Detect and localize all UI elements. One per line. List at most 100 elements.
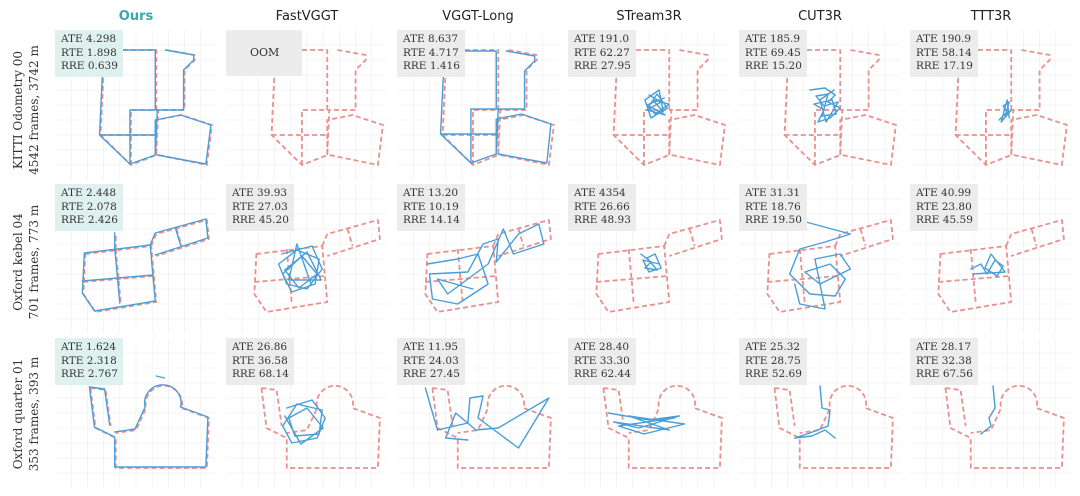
metric-rre: RRE 48.93	[574, 214, 631, 226]
ground-truth-trajectory	[937, 219, 1065, 313]
metrics-box: ATE 190.9 RTE 58.14 RRE 17.19	[910, 30, 978, 77]
metric-ate: ATE 4354	[574, 187, 626, 199]
metric-rre: RRE 27.45	[403, 368, 460, 380]
estimated-trajectory	[81, 218, 209, 312]
estimated-trajectory	[788, 218, 852, 310]
ground-truth-trajectory	[270, 49, 384, 166]
row-label-stats: 4542 frames, 3742 m	[27, 45, 41, 175]
metrics-box: ATE 185.9 RTE 69.45 RRE 15.20	[739, 30, 807, 77]
metric-rte: RTE 1.898	[61, 46, 117, 59]
estimated-trajectory	[793, 385, 836, 439]
metrics-box: ATE 40.99 RTE 23.80 RRE 45.59	[910, 184, 978, 231]
trajectory-svg	[910, 338, 1072, 488]
column-title-ours: Ours	[118, 9, 154, 24]
metrics-box: ATE 25.32 RTE 28.75 RRE 52.69	[739, 338, 807, 385]
plot-grid	[910, 184, 1072, 334]
trajectory-plot-quarter-cut3r: ATE 25.32 RTE 28.75 RRE 52.69	[739, 338, 901, 488]
metrics-box: ATE 28.40 RTE 33.30 RRE 62.44	[568, 338, 636, 385]
metric-rte: RTE 27.03	[232, 200, 288, 213]
column-title-stream3r: STream3R	[616, 9, 682, 24]
metric-rte: RTE 28.75	[745, 354, 801, 367]
trajectory-svg	[739, 184, 901, 334]
metric-rre: RRE 19.50	[745, 214, 802, 226]
metric-ate: ATE 2.448	[61, 187, 117, 199]
trajectory-plot-quarter-vggt-long: ATE 11.95 RTE 24.03 RRE 27.45	[397, 338, 559, 488]
metrics-box: ATE 39.93 RTE 27.03 RRE 45.20	[226, 184, 294, 231]
trajectory-plot-kebel-ours: ATE 2.448 RTE 2.078 RRE 2.426	[55, 184, 217, 334]
estimated-trajectory	[277, 243, 323, 293]
trajectory-plot-kitti-cut3r: ATE 185.9 RTE 69.45 RRE 15.20	[739, 30, 901, 180]
trajectory-svg	[226, 338, 388, 488]
ground-truth-trajectory	[773, 384, 894, 469]
trajectory-plot-kebel-stream3r: ATE 4354 RTE 26.66 RRE 48.93	[568, 184, 730, 334]
trajectory-plot-kitti-ttt3r: ATE 190.9 RTE 58.14 RRE 17.19	[910, 30, 1072, 180]
metric-ate: ATE 8.637	[403, 33, 459, 45]
metrics-box: ATE 191.0 RTE 62.27 RRE 27.95	[568, 30, 636, 77]
row-label-kitti-00: KITTI Odometry 00 4542 frames, 3742 m	[10, 35, 44, 185]
ground-truth-trajectory	[783, 49, 897, 166]
metric-ate: ATE 11.95	[403, 341, 459, 353]
trajectory-svg	[739, 338, 901, 488]
estimated-trajectory	[970, 253, 1006, 277]
metric-rre: RRE 68.14	[232, 368, 289, 380]
metric-ate: ATE 190.9	[916, 33, 972, 45]
ground-truth-trajectory	[766, 219, 894, 313]
trajectory-plot-kebel-fastvggt: ATE 39.93 RTE 27.03 RRE 45.20	[226, 184, 388, 334]
metric-rre: RRE 62.44	[574, 368, 631, 380]
metric-ate: ATE 25.32	[745, 341, 801, 353]
metric-rte: RTE 33.30	[574, 354, 630, 367]
metric-rre: RRE 27.95	[574, 60, 631, 72]
metric-ate: ATE 28.17	[916, 341, 972, 353]
ground-truth-trajectory	[612, 49, 726, 166]
trajectory-plot-kebel-ttt3r: ATE 40.99 RTE 23.80 RRE 45.59	[910, 184, 1072, 334]
metric-rre: RRE 14.14	[403, 214, 460, 226]
metric-rte: RTE 26.66	[574, 200, 630, 213]
metric-rte: RTE 24.03	[403, 354, 459, 367]
estimated-trajectory	[607, 412, 686, 435]
column-title-vggt-long: VGGT-Long	[442, 9, 514, 24]
trajectory-plot-kebel-vggt-long: ATE 13.20 RTE 10.19 RRE 14.14	[397, 184, 559, 334]
plot-grid	[739, 338, 901, 488]
metric-rte: RTE 2.078	[61, 200, 117, 213]
plot-grid	[739, 184, 901, 334]
estimated-trajectory	[809, 87, 841, 123]
trajectory-plot-quarter-stream3r: ATE 28.40 RTE 33.30 RRE 62.44	[568, 338, 730, 488]
metric-ate: ATE 191.0	[574, 33, 630, 45]
trajectory-plot-quarter-fastvggt: ATE 26.86 RTE 36.58 RRE 68.14	[226, 338, 388, 488]
estimated-trajectory	[640, 253, 662, 273]
trajectory-plot-kitti-ours: ATE 4.298 RTE 1.898 RRE 0.639	[55, 30, 217, 180]
trajectory-plot-kebel-cut3r: ATE 31.31 RTE 18.76 RRE 19.50	[739, 184, 901, 334]
metrics-box: ATE 26.86 RTE 36.58 RRE 68.14	[226, 338, 294, 385]
row-label-dataset: Oxford kebel 04	[11, 213, 25, 311]
metrics-box: ATE 13.20 RTE 10.19 RRE 14.14	[397, 184, 465, 231]
ground-truth-trajectory	[944, 384, 1065, 469]
metric-ate: ATE 13.20	[403, 187, 459, 199]
column-title-fastvggt: FastVGGT	[275, 9, 339, 24]
row-label-oxford-kebel-04: Oxford kebel 04 701 frames, 773 m	[10, 187, 44, 337]
metric-rte: RTE 69.45	[745, 46, 801, 59]
metric-rre: RRE 1.416	[403, 60, 460, 72]
metrics-box: ATE 4354 RTE 26.66 RRE 48.93	[568, 184, 636, 231]
row-label-dataset: Oxford quarter 01	[11, 358, 25, 470]
metrics-box: ATE 1.624 RTE 2.318 RRE 2.767	[55, 338, 123, 385]
oom-label: OOM	[250, 46, 280, 59]
estimated-trajectory	[98, 49, 212, 165]
estimated-trajectory	[439, 50, 552, 164]
metrics-box: ATE 8.637 RTE 4.717 RRE 1.416	[397, 30, 465, 77]
row-label-dataset: KITTI Odometry 00	[11, 50, 25, 170]
trajectory-svg	[910, 30, 1072, 180]
metric-rre: RRE 52.69	[745, 368, 802, 380]
metric-ate: ATE 39.93	[232, 187, 288, 199]
metric-rre: RRE 17.19	[916, 60, 973, 72]
estimated-trajectory	[644, 89, 670, 119]
estimated-trajectory	[998, 99, 1012, 123]
row-label-stats: 701 frames, 773 m	[27, 204, 41, 320]
estimated-trajectory	[980, 385, 996, 435]
trajectory-svg	[910, 184, 1072, 334]
ground-truth-trajectory	[595, 219, 723, 313]
trajectory-plot-quarter-ttt3r: ATE 28.17 RTE 32.38 RRE 67.56	[910, 338, 1072, 488]
row-label-stats: 353 frames, 393 m	[27, 356, 41, 472]
metrics-box: ATE 31.31 RTE 18.76 RRE 19.50	[739, 184, 807, 231]
metric-rte: RTE 62.27	[574, 46, 630, 59]
metric-rre: RRE 45.59	[916, 214, 973, 226]
